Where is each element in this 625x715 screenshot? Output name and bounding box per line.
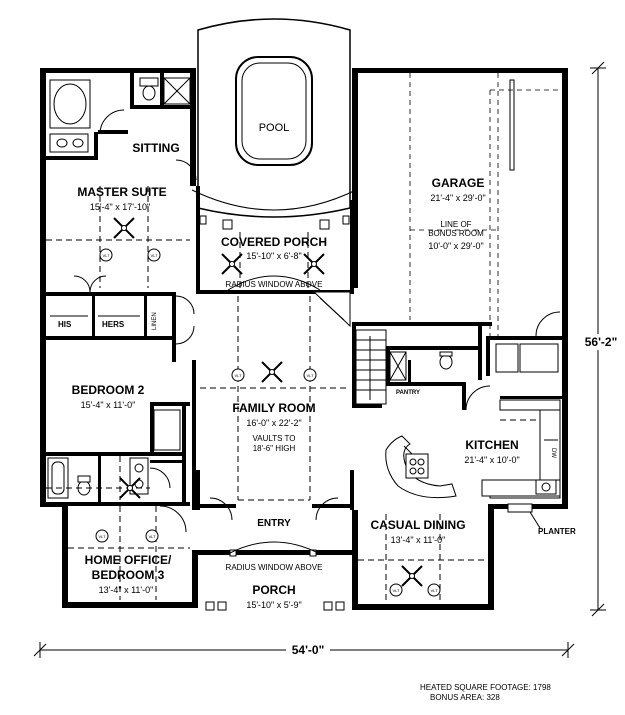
family-room-label: FAMILY ROOM [232,401,315,415]
family-room-dims: 16'-0" x 22'-2" [246,418,301,428]
porch-dims: 15'-10" x 5'-9" [246,600,301,610]
ceiling-fan-icon [401,565,423,587]
porch-label: PORCH [252,583,295,597]
radius-window-bottom-label: RADIUS WINDOW ABOVE [226,563,323,572]
room-labels: SITTING MASTER SUITE 15'-4" x 17'-10" GA… [72,141,520,610]
ceiling-fan-icon [221,253,243,275]
bedroom-2-dims: 15'-4" x 11'-0" [81,400,136,410]
pool-basin [235,56,313,166]
vault-marker: VLT [102,253,110,258]
sitting-label: SITTING [132,141,179,155]
planter-label: PLANTER [538,527,576,536]
heated-square-footage: HEATED SQUARE FOOTAGE: 1798 [420,683,551,692]
home-office-label-line2: BEDROOM 3 [92,568,165,582]
toilet-icon [142,85,156,101]
bonus-room-dims: 10'-0" x 29'-0" [428,241,483,251]
family-room-vault-note: VAULTS TO [253,434,296,443]
casual-dining-label: CASUAL DINING [370,518,465,532]
pantry-label: PANTRY [396,390,420,396]
home-office-dims: 13'-4" x 11'-0" [99,585,154,595]
vault-marker: VLT [150,253,158,258]
pool-area: POOL [191,18,357,218]
square-footage-note: HEATED SQUARE FOOTAGE: 1798 BONUS AREA: … [420,683,551,703]
ceiling-fan-icon [261,361,283,383]
fixtures: HIS HERS LINEN [47,77,576,611]
family-room-vault-height: 18'-6" HIGH [253,444,296,453]
ceiling-fan-icon [119,477,141,499]
master-suite-dims: 15'-4" x 17'-10" [90,202,150,212]
bedroom-2-label: BEDROOM 2 [72,383,145,397]
bonus-area: BONUS AREA: 328 [430,693,500,702]
bonus-room-line1: LINE OF [440,220,471,229]
covered-porch-label: COVERED PORCH [221,235,327,249]
vault-markers: VLT VLT VLT VLT VLT VLT VLT VLT [95,248,441,597]
vault-marker: VLT [234,373,242,378]
dishwasher-label: DW [550,448,556,458]
interior-walls [40,73,568,510]
vault-marker: VLT [306,373,314,378]
vault-marker: VLT [98,534,106,539]
bonus-room-line2: BONUS ROOM [428,229,484,238]
garage-dims: 21'-4" x 29'-0" [430,193,485,203]
ceiling-lines [46,73,560,600]
ceiling-fan-icon [303,253,325,275]
home-office-label-line1: HOME OFFICE/ [85,553,172,567]
pool-label: POOL [259,122,290,134]
vault-marker: VLT [392,588,400,593]
stairs-icon [355,329,387,405]
bathtub-icon [53,83,87,125]
overall-width-dimension: 54'-0" [292,643,325,657]
hers-closet-label: HERS [102,320,125,329]
kitchen-dims: 21'-4" x 10'-0" [464,455,519,465]
exterior-walls [40,68,568,610]
vault-marker: VLT [148,534,156,539]
linen-closet-label: LINEN [152,312,158,330]
casual-dining-dims: 13'-4" x 11'-0" [391,535,446,545]
his-closet-label: HIS [58,320,72,329]
master-suite-label: MASTER SUITE [77,185,166,199]
dimension-lines: 56'-2" 54'-0" [33,61,620,658]
garage-label: GARAGE [432,176,485,190]
covered-porch-dims: 15'-10" x 6'-8" [246,251,301,261]
entry-label: ENTRY [257,518,291,529]
vault-marker: VLT [430,588,438,593]
range-icon [535,479,557,495]
radius-window-top-label: RADIUS WINDOW ABOVE [226,280,323,289]
ceiling-fan-icon [113,217,135,239]
kitchen-label: KITCHEN [465,438,518,452]
ceiling-fans [113,217,423,587]
kitchen-island [385,435,457,499]
overall-depth-dimension: 56'-2" [585,335,618,349]
